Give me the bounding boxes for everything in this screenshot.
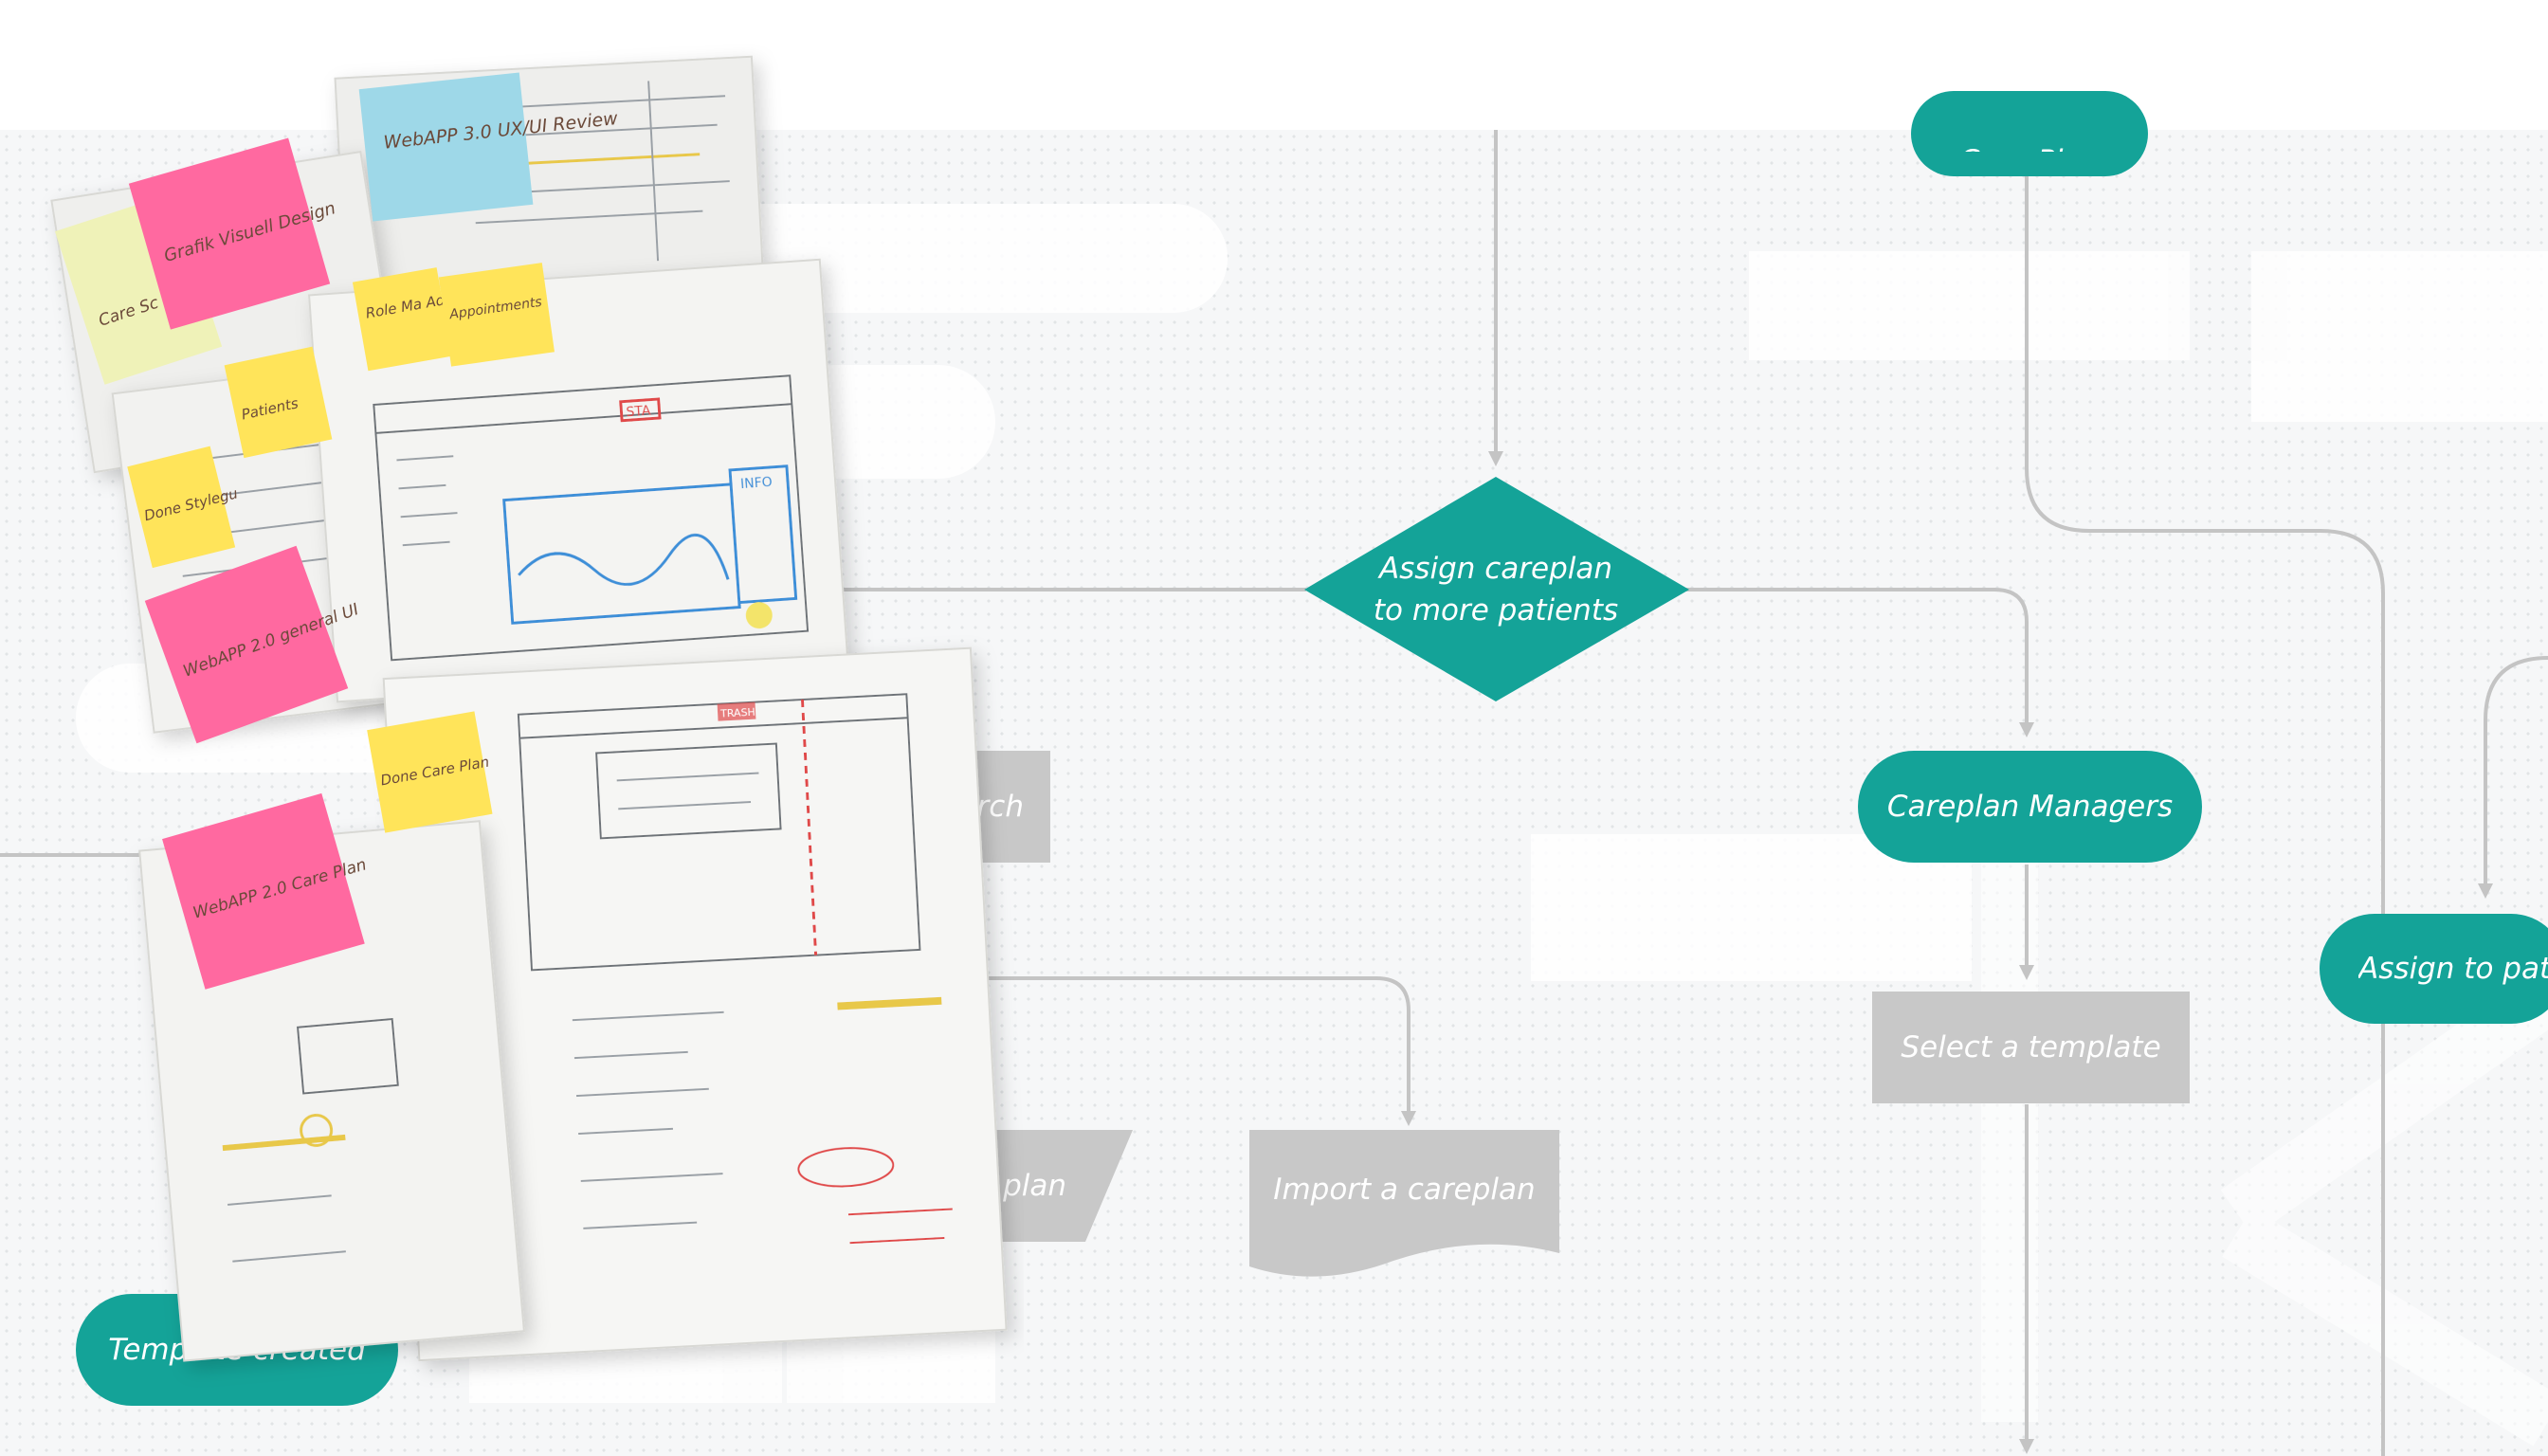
assign-more-line-2: to more patients	[1373, 593, 1619, 628]
sticky-note-webapp3: WebAPP 3.0 UX/UI Review	[358, 72, 619, 222]
connector-to-careplan-managers	[1685, 588, 2034, 737]
sticky-note-styleguide: Done Stylegu	[127, 446, 240, 569]
assign-more-label: Assign careplan to more patients	[1327, 542, 1665, 637]
wireframe-sta: STA	[626, 404, 651, 421]
assign-more-node	[1304, 477, 1689, 701]
sticky-note-done-care-plan: Done Care Plan	[367, 711, 493, 833]
paper-sketches-photo: STA INFO TRASH	[50, 55, 1008, 1362]
assign-patients-label: Assign to patie	[2358, 952, 2548, 986]
careplan-managers-node	[1858, 751, 2202, 863]
select-template-node	[1872, 992, 2190, 1103]
import-careplan-node	[1249, 1130, 1559, 1277]
connector-to-import	[976, 976, 1416, 1126]
care-plan-text: Care Plan	[1959, 140, 2100, 152]
import-careplan-label: Import a careplan	[1273, 1173, 1536, 1207]
careplan-managers-label: Careplan Managers	[1886, 790, 2174, 824]
connector-right-branch	[2025, 174, 2385, 1456]
assign-more-line-1: Assign careplan	[1378, 552, 1613, 586]
connector-to-assign-patients	[2478, 656, 2548, 899]
sticky-note-grafik: Grafik Visuell Design	[128, 137, 337, 330]
careplan-partial-label: plan	[1003, 1169, 1066, 1203]
sticky-note-patients: Patients	[224, 346, 333, 459]
care-plan-node	[1911, 91, 2148, 176]
wireframe-info: INFO	[740, 475, 774, 492]
care-plan-label: Care Plan	[1911, 95, 2148, 152]
wireframe-trash: TRASH	[719, 706, 755, 720]
sticky-note-webapp2-care-plan: WebAPP 2.0 Care Plan	[162, 792, 369, 990]
sticky-note-general-ui: WebAPP 2.0 general UI	[144, 545, 361, 744]
sticky-note-appointments: Appointments	[438, 263, 555, 367]
assign-patients-node	[2320, 914, 2548, 1024]
background-letters	[1981, 853, 2548, 1447]
select-template-label: Select a template	[1901, 1030, 2161, 1065]
